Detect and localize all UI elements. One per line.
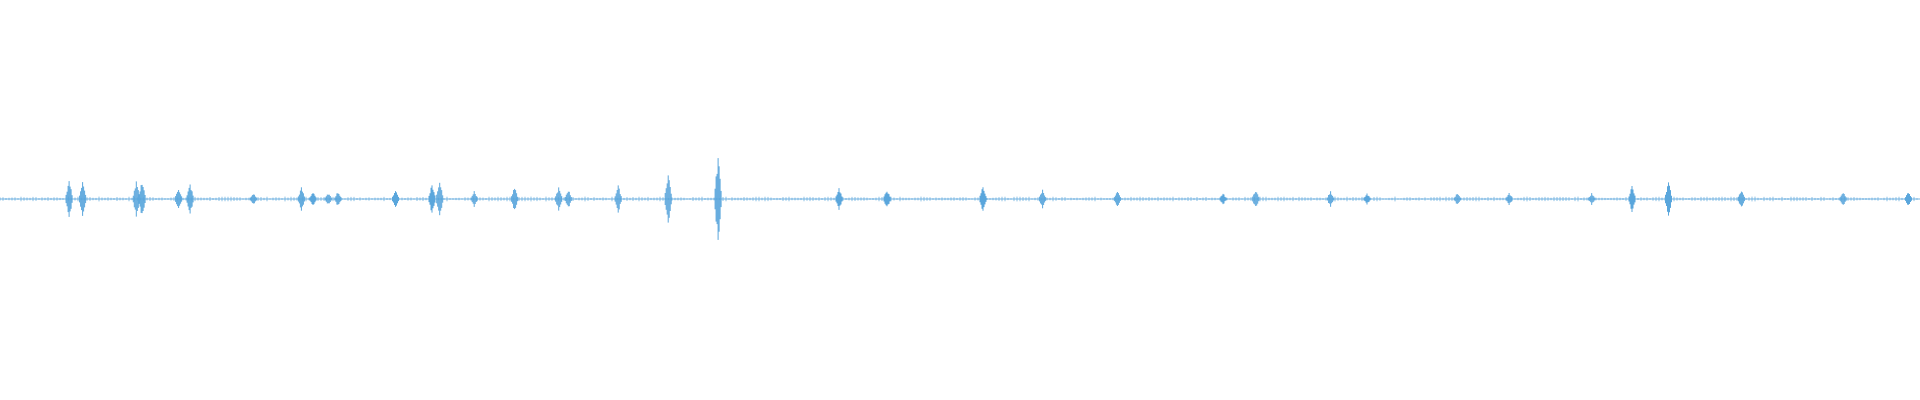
waveform-peaks [0,158,1918,240]
